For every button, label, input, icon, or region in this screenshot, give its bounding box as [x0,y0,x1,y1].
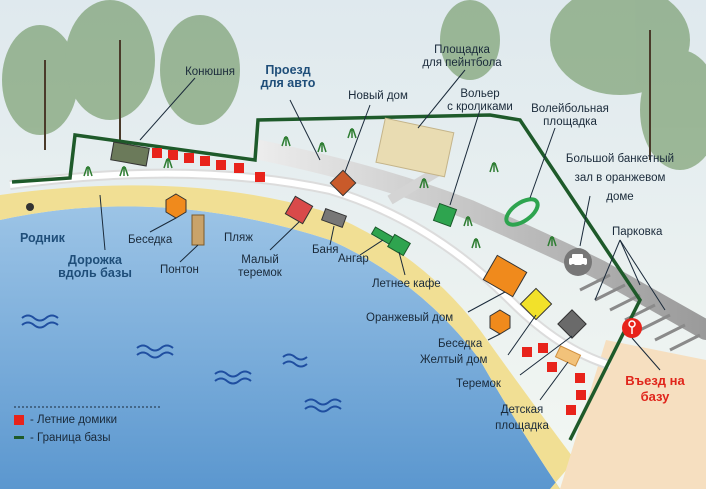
walkway-surface [9,170,611,368]
bath [320,207,348,229]
shore-sand [560,340,706,489]
label-terem: Теремок [456,378,501,390]
label-orange-house: Оранжевый дом [366,312,454,324]
yellow-house [519,287,553,321]
orange-house [482,254,528,298]
grey-house [557,309,587,339]
label-rabbits: Вольер с кроликами [447,88,513,113]
label-stable: Конюшня [185,66,235,78]
label-entrance: Въезд на базу [625,373,685,404]
water [0,206,560,489]
summer-house-swatch [14,414,24,425]
legend-border: - Граница базы [14,432,110,444]
label-yellow-house: Желтый дом [420,354,488,366]
label-hangar: Ангар [338,253,369,265]
label-car-road: Проезд для авто [260,63,316,90]
label-paintball: Площадка для пейнтбола [422,44,502,69]
new-house [329,169,357,197]
road-branch [387,165,443,205]
summer-houses [152,148,586,415]
label-spring: Родник [20,231,65,245]
label-gazebo-1: Беседка [128,234,173,246]
label-path: Дорожка вдоль базы [58,253,132,280]
playground [554,345,582,367]
leader-lines [99,69,666,401]
legend-summer-houses: - Летние домики [14,414,117,426]
entrance-key-icon [622,318,642,338]
label-small-terem: Малый теремок [238,254,282,279]
label-parking: Парковка [612,226,663,238]
pontoon [191,214,205,246]
rabbit-enclosure [432,202,458,228]
grass-tuft-icon [83,128,557,249]
spring-marker [26,203,34,211]
stable-building [110,141,150,167]
label-summer-cafe: Летнее кафе [372,278,441,290]
label-gazebo-2: Беседка [438,338,483,350]
legend-summer-houses-text: - Летние домики [30,414,118,426]
label-playground: Детская площадка [495,404,549,432]
label-banquet: Большой банкетный зал в оранжевом доме [565,153,675,203]
label-bath: Баня [312,244,339,256]
label-volleyball: Волейбольная площадка [531,103,609,128]
label-pontoon: Понтон [160,264,199,276]
wave-icon [21,314,342,413]
border-swatch [14,436,24,440]
small-terem [284,195,314,225]
tree-trunk-icon [44,30,651,160]
volleyball-court [504,197,540,227]
summer-cafe [387,233,411,257]
base-border [11,113,643,441]
legend-border-text: - Граница базы [30,432,111,444]
car-icon [564,248,592,276]
label-new-house: Новый дом [348,90,408,102]
label-beach: Пляж [224,232,253,244]
tree-icon [2,0,706,170]
